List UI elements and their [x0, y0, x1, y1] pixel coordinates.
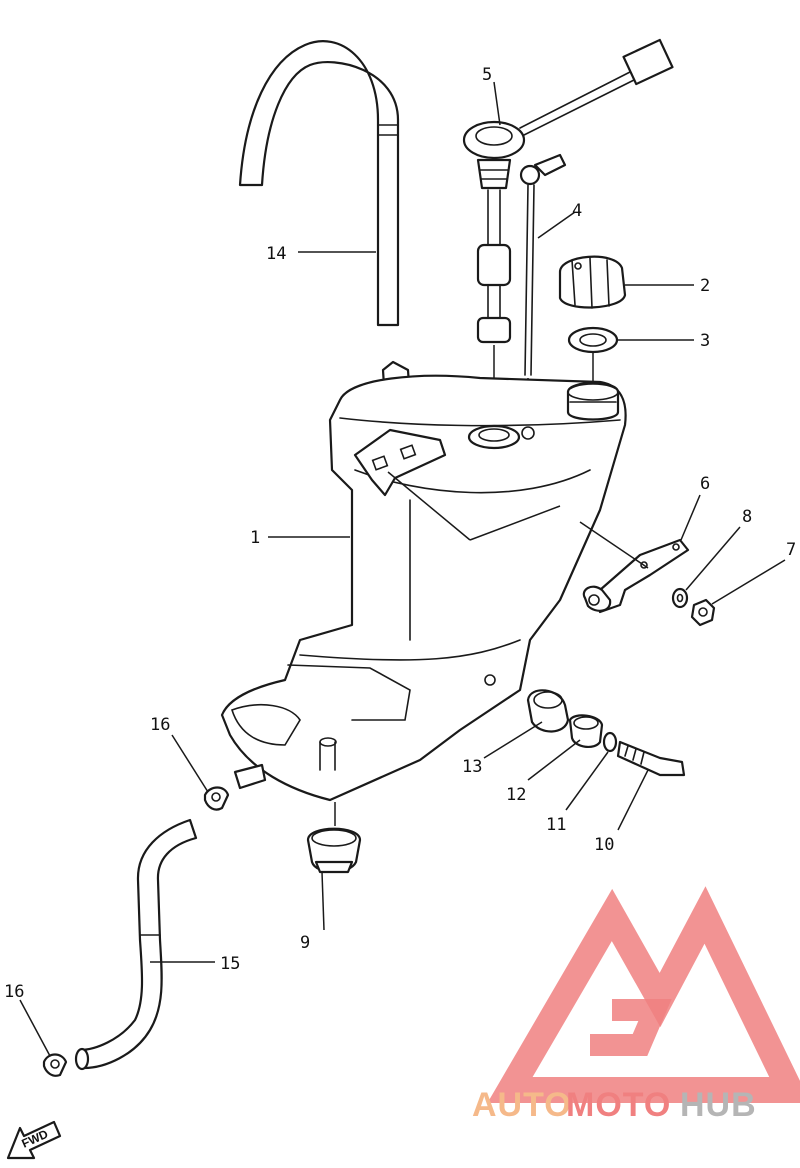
part-13-grommet [526, 689, 570, 733]
callout-2: 2 [700, 276, 710, 296]
part-6-bracket [582, 538, 690, 614]
part-5-fuel-gauge-sender [462, 38, 674, 430]
callout-15: 15 [220, 954, 240, 974]
callout-16-lower: 16 [4, 982, 24, 1002]
part-2-filler-cap [558, 255, 627, 309]
callout-6: 6 [700, 474, 710, 494]
part-16-clip-upper [203, 786, 230, 811]
part-11-washer [602, 731, 618, 753]
part-1-fuel-tank [220, 374, 627, 802]
watermark-auto: AUTO [472, 1086, 572, 1124]
part-8-washer [671, 587, 689, 609]
callout-11: 11 [546, 815, 566, 835]
watermark-logo: AUTO MOTO HUB [472, 886, 800, 1124]
watermark-moto: MOTO [566, 1086, 671, 1124]
callout-1: 1 [250, 528, 260, 548]
callout-7: 7 [786, 540, 796, 560]
forward-direction-arrow: FWD [6, 1120, 62, 1160]
part-9-rubber-plug [306, 827, 362, 874]
callout-10: 10 [594, 835, 614, 855]
part-10-screw [616, 740, 686, 777]
callout-14: 14 [266, 244, 286, 264]
callout-8: 8 [742, 507, 752, 527]
callout-5: 5 [482, 65, 492, 85]
callout-13: 13 [462, 757, 482, 777]
leader-lines [19, 81, 786, 1057]
part-14-vent-hose [238, 40, 412, 410]
callout-12: 12 [506, 785, 526, 805]
callout-labels: 14 5 4 2 3 1 6 8 7 13 12 11 10 9 15 16 1… [4, 65, 796, 1002]
callout-4: 4 [572, 201, 582, 221]
callout-16-upper: 16 [150, 715, 170, 735]
callout-9: 9 [300, 933, 310, 953]
part-16-clip-lower [42, 1053, 68, 1077]
part-15-fuel-hose [74, 818, 198, 1071]
watermark-hub: HUB [680, 1086, 757, 1124]
part-3-gasket [567, 326, 619, 385]
part-7-nut [690, 598, 716, 627]
callout-3: 3 [700, 331, 710, 351]
part-12-collar [568, 714, 604, 748]
